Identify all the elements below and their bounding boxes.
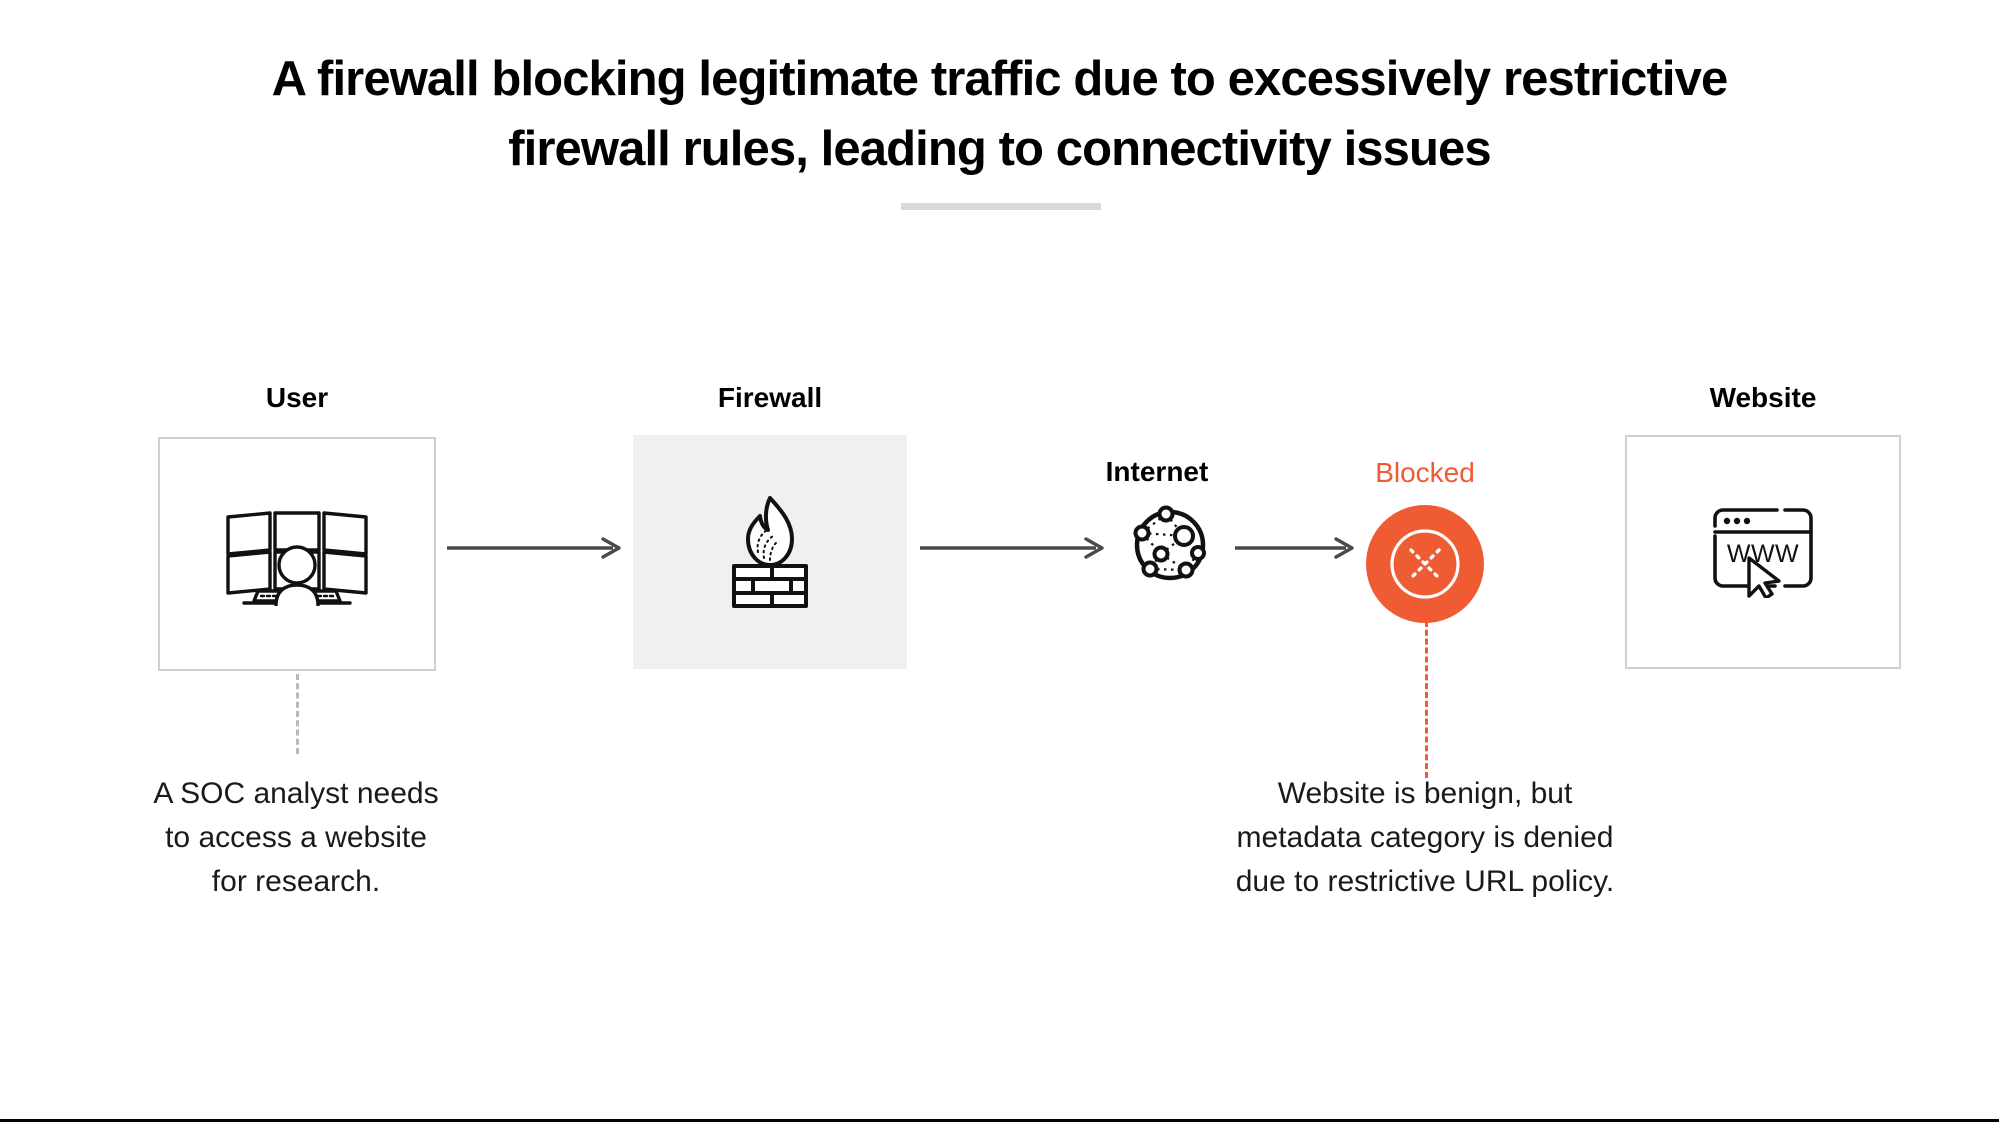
title-divider: [901, 203, 1101, 210]
bottom-rule: [0, 1119, 1999, 1122]
arrow-user-to-firewall: [447, 537, 622, 559]
network-globe-icon: [1128, 503, 1212, 587]
caption-blocked: Website is benign, but metadata category…: [1235, 777, 1615, 898]
svg-text:WWW: WWW: [1727, 540, 1799, 568]
node-box-user[interactable]: [158, 437, 436, 671]
caption-user: A SOC analyst needs to access a website …: [153, 777, 439, 898]
page-title: A firewall blocking legitimate traffic d…: [271, 52, 1729, 176]
connector-user-caption: [296, 674, 299, 754]
arrow-internet-to-blocked: [1235, 537, 1355, 559]
node-label-website: Website: [1709, 382, 1817, 413]
arrow-firewall-to-internet: [920, 537, 1105, 559]
browser-www-cursor-icon: WWW: [1711, 506, 1815, 598]
connector-blocked-caption: [1425, 612, 1428, 778]
node-label-user: User: [265, 382, 329, 413]
blocked-cross-circle-icon[interactable]: [1366, 505, 1484, 623]
node-label-internet: Internet: [1105, 456, 1209, 487]
node-box-firewall[interactable]: [633, 435, 907, 669]
title-block: A firewall blocking legitimate traffic d…: [0, 44, 1999, 184]
node-label-firewall: Firewall: [717, 382, 823, 413]
node-label-blocked: Blocked: [1375, 457, 1475, 488]
soc-analyst-workstation-icon: [222, 502, 372, 606]
firewall-flame-brick-icon: [720, 494, 820, 610]
node-box-website[interactable]: WWW: [1625, 435, 1901, 669]
